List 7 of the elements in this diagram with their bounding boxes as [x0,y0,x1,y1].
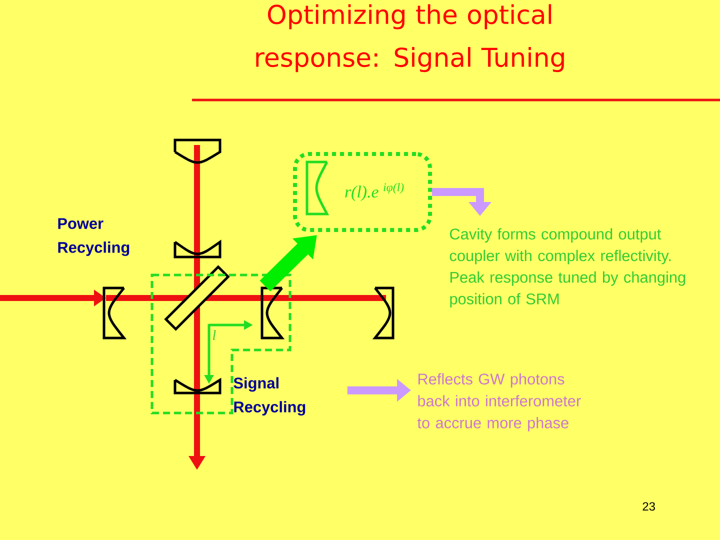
length-label: l [212,330,216,340]
recycling-label: Power Recycling [58,218,130,256]
title: Optimizing the optical response: Signal Tuning [256,4,564,72]
reflectivity-box: r(l).e $^{iφ(l)}$ [293,152,432,232]
note-text: Cavity forms compound output coupler with complex reflectivity. Peak response tuned by changing position of SRM [450,228,686,308]
note-text: Reflects GW photons back into interferometer to accrue more phase [417,373,581,432]
page-number: 23 [642,502,655,511]
